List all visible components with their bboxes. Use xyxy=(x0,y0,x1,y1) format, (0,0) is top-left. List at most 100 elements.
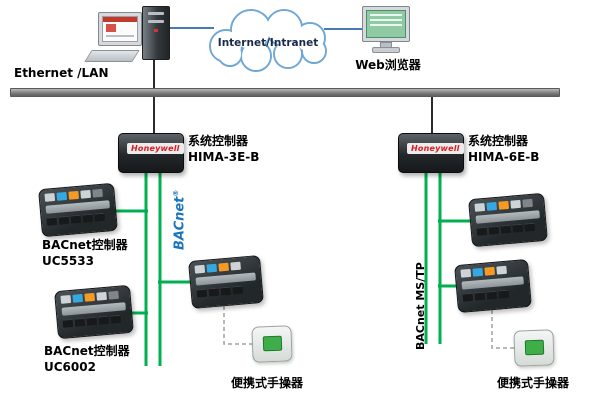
terminal-chip xyxy=(460,268,472,278)
tower-drive-slot xyxy=(148,20,164,23)
terminal-chip xyxy=(510,199,521,209)
bacnet-controller-right-1-icon xyxy=(468,192,548,248)
pc-screen-header xyxy=(103,17,137,22)
portable-operator-left-icon xyxy=(251,325,293,363)
terminal-chip xyxy=(62,318,74,328)
terminal-chip xyxy=(486,290,498,300)
terminal-chip xyxy=(218,262,230,272)
handheld-screen xyxy=(524,339,544,356)
device-model: UC6002 xyxy=(44,359,96,374)
pc-tower-icon xyxy=(142,6,170,60)
terminal-chip xyxy=(60,294,72,304)
terminal-chip xyxy=(194,264,206,274)
device-model: UC5533 xyxy=(42,253,94,268)
terminal-chip xyxy=(498,289,510,299)
web-screen-line xyxy=(370,24,402,26)
terminal-chip xyxy=(484,266,496,276)
terminal-chip xyxy=(86,316,98,326)
terminal-chip xyxy=(44,192,56,202)
controller-model: HIMA-3E-B xyxy=(188,149,260,164)
terminal-chip xyxy=(474,291,486,301)
ethernet-bus xyxy=(10,88,560,97)
bacnet-controller-uc5533-icon xyxy=(38,182,118,238)
terminal-chip xyxy=(476,226,488,236)
terminal-chip xyxy=(70,214,82,224)
device-body-band xyxy=(61,302,126,316)
terminal-chip xyxy=(80,189,91,199)
web-screen-line xyxy=(370,19,402,21)
terminal-chip xyxy=(462,292,474,302)
terminal-chip xyxy=(110,314,122,324)
terminal-chip xyxy=(56,191,68,201)
terminal-chip xyxy=(94,212,106,222)
terminal-chip xyxy=(92,188,103,198)
terminal-chip xyxy=(220,286,232,296)
terminal-row-bottom xyxy=(476,222,541,236)
web-screen-line xyxy=(370,14,402,16)
controller-title: 系统控制器 xyxy=(188,134,249,148)
bacnet-controller-right-2-icon xyxy=(454,258,532,314)
terminal-chip xyxy=(96,291,107,301)
portable-operator-left-label: 便携式手操器 xyxy=(230,376,303,390)
device-body-band xyxy=(461,276,524,290)
terminal-chip xyxy=(84,292,96,302)
system-controller-left: Honeywell xyxy=(118,133,184,173)
web-browser-label: Web浏览器 xyxy=(355,58,421,72)
tower-drive-slot xyxy=(148,12,164,15)
terminal-chip xyxy=(74,317,86,327)
terminal-chip xyxy=(108,290,119,300)
web-monitor-screen xyxy=(366,10,406,38)
terminal-row-bottom xyxy=(46,212,111,226)
terminal-chip xyxy=(82,213,94,223)
terminal-chip xyxy=(58,215,70,225)
system-controller-right-label: 系统控制器 HIMA-6E-B xyxy=(468,134,539,165)
controller-title: 系统控制器 xyxy=(468,134,529,148)
terminal-chip xyxy=(472,267,484,277)
honeywell-brand-label: Honeywell xyxy=(127,143,184,154)
device-title: BACnet控制器 xyxy=(44,344,130,358)
terminal-row-top xyxy=(194,260,254,274)
dashed-link-handheld-left xyxy=(223,306,252,345)
bacnet-logo: BACnet® xyxy=(172,190,187,250)
pc-keyboard-icon xyxy=(84,50,140,62)
internet-cloud-icon: Internet/Intranet xyxy=(209,9,327,72)
portable-operator-right-icon xyxy=(513,329,555,367)
bacnet-logo-text: BACnet xyxy=(172,196,188,250)
bacnet-registered-mark: ® xyxy=(172,189,180,197)
uc6002-label: BACnet控制器 UC6002 xyxy=(44,344,130,375)
terminal-chip xyxy=(522,198,533,208)
controller-model: HIMA-6E-B xyxy=(468,149,540,164)
device-body-band xyxy=(45,200,110,214)
bacnet-mstp-label: BACnet MS/TP xyxy=(414,262,427,350)
terminal-row-bottom xyxy=(196,284,257,298)
terminal-chip xyxy=(72,293,84,303)
tower-power-led xyxy=(154,29,158,32)
terminal-row-top xyxy=(460,264,522,278)
terminal-row-bottom xyxy=(462,288,525,302)
terminal-chip xyxy=(524,222,536,232)
cloud-label: Internet/Intranet xyxy=(218,37,318,49)
terminal-chip xyxy=(232,285,244,295)
system-controller-right: Honeywell xyxy=(398,133,464,173)
terminal-row-bottom xyxy=(62,314,127,328)
terminal-chip xyxy=(474,202,486,212)
terminal-chip xyxy=(98,315,110,325)
pc-screen-graphic xyxy=(106,24,116,32)
bacnet-controller-left-middle-icon xyxy=(188,254,264,310)
web-browser-monitor-icon xyxy=(362,6,410,53)
pc-monitor-icon xyxy=(98,12,142,46)
terminal-chip xyxy=(500,224,512,234)
pc-screen-line xyxy=(106,35,134,37)
terminal-chip xyxy=(496,265,507,275)
web-monitor-frame xyxy=(362,6,410,42)
honeywell-brand-label: Honeywell xyxy=(407,143,464,154)
terminal-chip xyxy=(512,223,524,233)
terminal-row-top xyxy=(60,290,124,304)
bacnet-controller-uc6002-icon xyxy=(54,284,134,340)
terminal-row-top xyxy=(474,198,538,212)
terminal-chip xyxy=(196,288,208,298)
device-body-band xyxy=(195,272,256,286)
terminal-chip xyxy=(230,261,241,271)
terminal-chip xyxy=(208,287,220,297)
